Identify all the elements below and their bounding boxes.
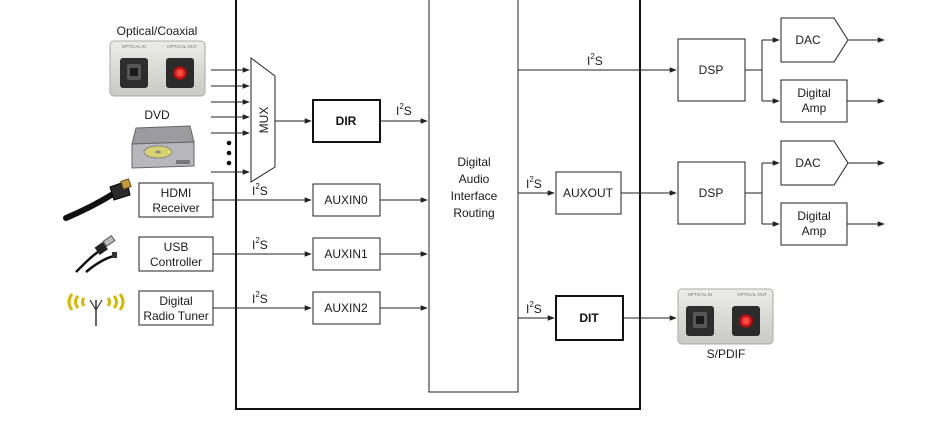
dsp2-fanout xyxy=(745,160,780,227)
dvd-label: DVD xyxy=(144,108,170,122)
spdif-optical-in-text: OPTICAL IN xyxy=(688,292,713,297)
usb-cable-icon xyxy=(75,234,117,273)
auxout-label: AUXOUT xyxy=(563,186,614,200)
radio-tuner-box xyxy=(138,290,214,326)
spdif-photo: OPTICAL IN OPTICAL OUT xyxy=(677,288,774,345)
dac1-block xyxy=(780,17,849,63)
routing-label-3: Interface xyxy=(451,189,498,203)
auxin1-block xyxy=(312,237,381,271)
i2s-label-hdmi: I2S xyxy=(252,182,268,198)
routing-label-1: Digital xyxy=(457,155,490,169)
dit-block xyxy=(555,295,624,341)
dac2-block xyxy=(780,140,849,186)
dac2-label: DAC xyxy=(795,156,821,170)
hdmi-label-2: Receiver xyxy=(152,201,199,215)
chip-boundary xyxy=(235,0,641,410)
optical-coaxial-label: Optical/Coaxial xyxy=(117,24,198,38)
ellipsis-dots xyxy=(226,140,232,166)
auxin2-block xyxy=(312,291,381,325)
auxin2-label: AUXIN2 xyxy=(324,301,368,315)
radio-label-2: Radio Tuner xyxy=(143,309,208,323)
dac1-label: DAC xyxy=(795,33,821,47)
hdmi-label-1: HDMI xyxy=(161,186,192,200)
radio-antenna-icon xyxy=(67,293,125,326)
hdmi-cable-icon xyxy=(63,178,132,221)
i2s-label-dir: I2S xyxy=(396,102,412,118)
i2s-label-usb: I2S xyxy=(252,236,268,252)
amp2-label-1: Digital xyxy=(797,209,830,223)
optical-out-text: OPTICAL OUT xyxy=(167,44,197,49)
dsp1-block xyxy=(677,38,746,102)
routing-label-2: Audio xyxy=(459,172,490,186)
i2s-label-auxout: I2S xyxy=(526,175,542,191)
spdif-optical-out-text: OPTICAL OUT xyxy=(737,292,767,297)
dir-label: DIR xyxy=(336,114,357,128)
dvd-drive-photo xyxy=(131,125,195,169)
amp2-label-2: Amp xyxy=(802,224,827,238)
usb-label-1: USB xyxy=(164,240,189,254)
amp1-block xyxy=(780,79,848,123)
hdmi-receiver-box xyxy=(138,182,214,218)
amp1-label-1: Digital xyxy=(797,86,830,100)
routing-label-4: Routing xyxy=(453,206,494,220)
radio-label-1: Digital xyxy=(159,294,192,308)
amp2-block xyxy=(780,202,848,246)
auxout-block xyxy=(555,171,622,215)
mux-input-arrows xyxy=(211,67,250,175)
routing-block xyxy=(428,0,519,393)
dsp2-label: DSP xyxy=(699,186,724,200)
dsp1-fanout xyxy=(745,37,780,104)
i2s-label-dit: I2S xyxy=(526,300,542,316)
mux-label: MUX xyxy=(257,107,271,134)
dsp1-label: DSP xyxy=(699,63,724,77)
i2s-label-dsp1: I2S xyxy=(587,52,603,68)
mux-block xyxy=(250,57,276,183)
i2s-label-radio: I2S xyxy=(252,290,268,306)
optical-in-text: OPTICAL IN xyxy=(122,44,147,49)
auxin0-label: AUXIN0 xyxy=(324,193,368,207)
auxin0-block xyxy=(312,183,381,217)
amp1-label-2: Amp xyxy=(802,101,827,115)
dit-label: DIT xyxy=(579,311,599,325)
spdif-label: S/PDIF xyxy=(707,347,746,361)
usb-label-2: Controller xyxy=(150,255,202,269)
optical-coaxial-photo: OPTICAL IN OPTICAL OUT xyxy=(109,40,206,97)
auxin1-label: AUXIN1 xyxy=(324,247,368,261)
